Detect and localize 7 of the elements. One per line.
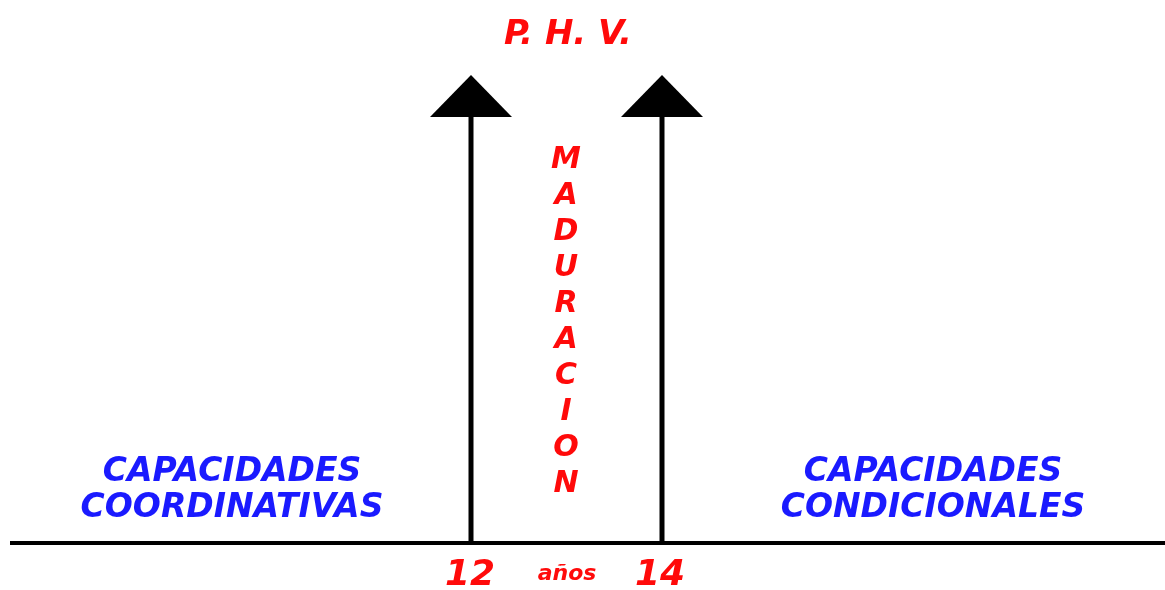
category-label: CAPACIDADES CONDICIONALES [779, 452, 1087, 525]
age-label: 14 [634, 552, 686, 590]
maturation-label: MADURACION [550, 140, 582, 500]
phv-label: P. H. V. [503, 12, 633, 52]
category-label: CAPACIDADES COORDINATIVAS [79, 452, 385, 525]
unit-label: años [537, 560, 597, 585]
age-label: 12 [444, 552, 496, 590]
